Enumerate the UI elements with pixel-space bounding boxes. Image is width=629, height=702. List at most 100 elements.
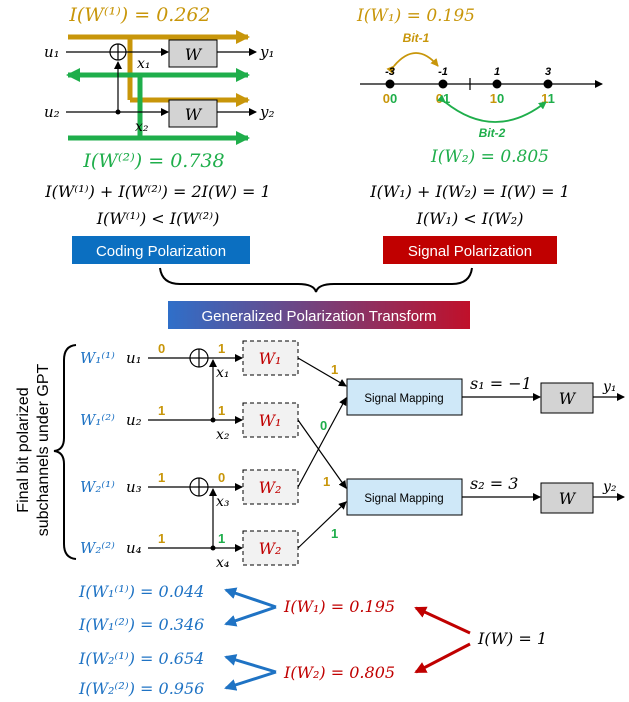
- subchannel-label: W₁⁽¹⁾: [80, 349, 115, 367]
- input-bit: 1: [158, 403, 165, 418]
- subchannel-name: W₂: [259, 539, 282, 558]
- constellation-point: [438, 79, 448, 89]
- gpt-y2-label: y₂: [602, 479, 617, 495]
- side-label-line1: Final bit polarized: [15, 387, 32, 512]
- signal-mapping-box-2: [346, 478, 463, 516]
- subchannel-box: [242, 340, 299, 376]
- svg-text:W: W: [559, 389, 577, 408]
- iw2-signal-label: I(W₂) = 0.805: [430, 147, 549, 167]
- input-bit: 1: [158, 531, 165, 546]
- gpt-y1-label: y₁: [602, 379, 617, 395]
- u1-label: u₁: [44, 43, 60, 61]
- s1-label: s₁ = −1: [470, 374, 532, 393]
- red-arrow-2: [414, 642, 471, 674]
- cross-bit-4: 1: [331, 526, 338, 541]
- iw-total-value: I(W) = 1: [477, 629, 547, 648]
- signal-eq2: I(W₁) < I(W₂): [416, 209, 524, 228]
- s2-label: s₂ = 3: [470, 474, 518, 493]
- cross-line-2: [297, 419, 347, 489]
- output-bit: 1: [218, 531, 225, 546]
- bit-code: 00: [383, 91, 397, 106]
- y1-label: y₁: [259, 43, 275, 61]
- iw12-value: I(W₁⁽²⁾) = 0.346: [78, 615, 204, 634]
- subchannel-boxes: W₁ W₁ W₂ W₂: [242, 340, 299, 566]
- subchannel-name: W₁: [259, 411, 282, 430]
- tick-label: -3: [385, 66, 395, 78]
- u-label: u₁: [126, 349, 142, 367]
- blue-arrow-4: [224, 670, 277, 691]
- output-bit: 0: [218, 470, 225, 485]
- bit1-label: Bit-1: [403, 31, 430, 45]
- subchannel-name: W₂: [259, 478, 282, 497]
- x-label: x₁: [216, 365, 230, 381]
- channel-box-1: [540, 382, 594, 414]
- gpt-bar: [168, 301, 470, 329]
- tick-label: -1: [438, 66, 448, 78]
- channel-box-2: [540, 482, 594, 514]
- signal-mapping-box-1: [346, 378, 463, 416]
- subchannel-label: W₂⁽¹⁾: [80, 478, 115, 496]
- tick-label: 3: [545, 66, 551, 78]
- bit1-arc: [386, 52, 439, 74]
- red-arrow-1: [414, 606, 471, 635]
- iw1-mid-value: I(W₁) = 0.195: [283, 597, 395, 616]
- iw22-value: I(W₂⁽²⁾) = 0.956: [78, 679, 204, 698]
- iw1-signal-label: I(W₁) = 0.195: [356, 6, 475, 26]
- input-bit: 1: [158, 470, 165, 485]
- iw11-value: I(W₁⁽¹⁾) = 0.044: [78, 582, 204, 601]
- bit2-label: Bit-2: [479, 126, 506, 140]
- iw21-value: I(W₂⁽¹⁾) = 0.654: [78, 649, 204, 668]
- svg-text:Signal Mapping: Signal Mapping: [364, 493, 443, 505]
- coding-eq2: I(W⁽¹⁾) < I(W⁽²⁾): [96, 209, 220, 228]
- coding-eq1: I(W⁽¹⁾) + I(W⁽²⁾) = 2I(W) = 1: [44, 182, 270, 201]
- cross-line-3: [297, 397, 347, 488]
- svg-text:W: W: [185, 105, 203, 124]
- iw1-coding-label: I(W⁽¹⁾) = 0.262: [68, 4, 210, 26]
- subchannel-label: W₂⁽²⁾: [80, 539, 115, 557]
- subchannel-name: W₁: [259, 349, 282, 368]
- w-box-top: [168, 39, 218, 68]
- input-bit: 0: [158, 341, 165, 356]
- cross-bit-2: 0: [320, 418, 327, 433]
- coding-polarization-bar: [72, 236, 250, 264]
- x1-label: x₁: [137, 56, 151, 72]
- constellation-point: [543, 79, 553, 89]
- blue-arrow-1: [224, 587, 277, 609]
- svg-text:Signal Polarization: Signal Polarization: [408, 243, 532, 260]
- side-label-line2: subchannels under GPT: [35, 364, 52, 537]
- subchannel-box: [242, 402, 299, 438]
- subchannel-label: W₁⁽²⁾: [80, 411, 115, 429]
- bit-code: 10: [490, 91, 504, 106]
- signal-eq1: I(W₁) + I(W₂) = I(W) = 1: [369, 182, 570, 201]
- cross-bit-3: 1: [323, 474, 330, 489]
- u2-label: u₂: [44, 103, 60, 121]
- iw2-mid-value: I(W₂) = 0.805: [283, 663, 395, 682]
- blue-arrow-3: [224, 654, 277, 674]
- svg-text:W: W: [185, 45, 203, 64]
- u-label: u₄: [126, 539, 142, 557]
- bit2-arc: [437, 94, 547, 123]
- output-bit: 1: [218, 403, 225, 418]
- x2-label: x₂: [135, 119, 149, 135]
- side-brace: [53, 344, 77, 560]
- cross-line-1: [297, 357, 347, 387]
- cross-line-4: [297, 501, 347, 549]
- y2-label: y₂: [259, 103, 275, 121]
- output-bit: 1: [218, 341, 225, 356]
- svg-text:Signal Mapping: Signal Mapping: [364, 393, 443, 405]
- blue-arrow-2: [224, 605, 277, 627]
- iw2-coding-label: I(W⁽²⁾) = 0.738: [82, 150, 224, 172]
- signal-polarization-bar: [383, 236, 557, 264]
- x-label: x₂: [216, 427, 230, 443]
- constellation-point: [492, 79, 502, 89]
- svg-text:W: W: [559, 489, 577, 508]
- cross-bit-1: 1: [331, 362, 338, 377]
- x-label: x₄: [216, 555, 230, 571]
- u-label: u₂: [126, 411, 142, 429]
- x-label: x₃: [216, 494, 230, 510]
- svg-text:Generalized Polarization Trans: Generalized Polarization Transform: [201, 308, 436, 325]
- tick-label: 1: [494, 66, 500, 78]
